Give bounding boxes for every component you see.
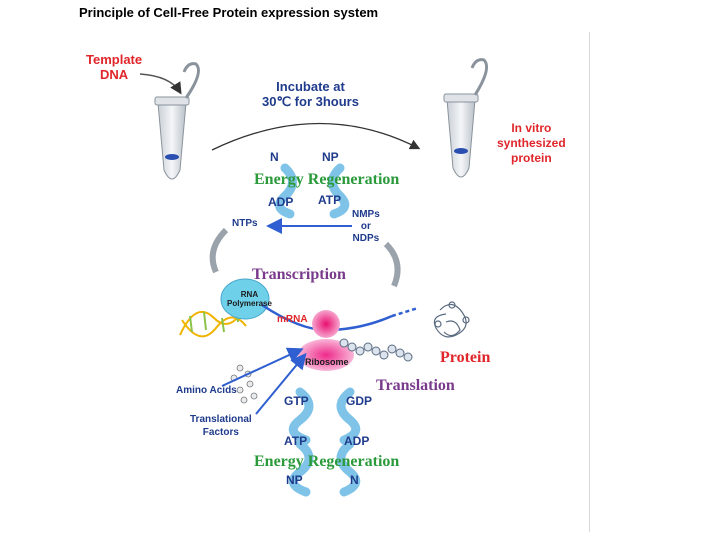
ribosome-top-icon [312,310,340,338]
ribosome-label: Ribosome [305,357,349,367]
rna-polymerase-label: RNA Polymerase [227,290,272,308]
template-dna-arrow [139,73,182,95]
template-dna-label: Template DNA [86,52,143,82]
top-atp-label: ATP [318,193,342,207]
divider [589,32,590,532]
incubate-arrow [211,122,421,151]
rna-polymerase-icon [220,278,270,320]
amino-acids-label: Amino Acids [176,385,237,396]
translational-factors-label: Translational Factors [190,414,252,438]
incubate-label: Incubate at 30℃ for 3hours [262,79,359,109]
bottom-adp-label: ADP [344,434,370,448]
transcription-label: Transcription [252,266,346,283]
translation-label: Translation [376,377,455,394]
bottom-np-label: NP [286,473,303,487]
factors-arrow [255,352,307,415]
in-vitro-label: In vitro synthesized protein [497,121,566,165]
folded-protein-icon [433,301,470,338]
bottom-n-label: N [350,473,359,487]
tube-right-icon [443,58,488,178]
top-adp-label: ADP [268,195,294,209]
protein-label: Protein [440,349,491,366]
polypeptide-chain-icon [339,338,413,362]
energy-regeneration-top-label: Energy Regeneration [254,171,400,188]
gtp-label: GTP [284,394,309,408]
top-np-label: NP [322,150,339,164]
gdp-label: GDP [346,394,373,408]
mrna-label: mRNA [277,314,308,325]
right-cycle-arrow [383,241,401,288]
bottom-atp-label: ATP [284,434,308,448]
energy-cycle-bottom-icon [288,387,361,497]
nmps-ndps-label: NMPs or NDPs [352,209,380,244]
tube-left-icon [154,62,200,180]
page-title: Principle of Cell-Free Protein expressio… [79,5,379,20]
energy-cycle-top-icon [275,163,350,219]
left-cycle-arrow [209,227,229,274]
energy-regeneration-bottom-label: Energy Regeneration [254,453,400,470]
top-n-label: N [270,150,279,164]
ribosome-bottom-icon [298,339,354,371]
amino-acids-arrow [221,347,304,387]
ntps-label: NTPs [232,218,258,229]
